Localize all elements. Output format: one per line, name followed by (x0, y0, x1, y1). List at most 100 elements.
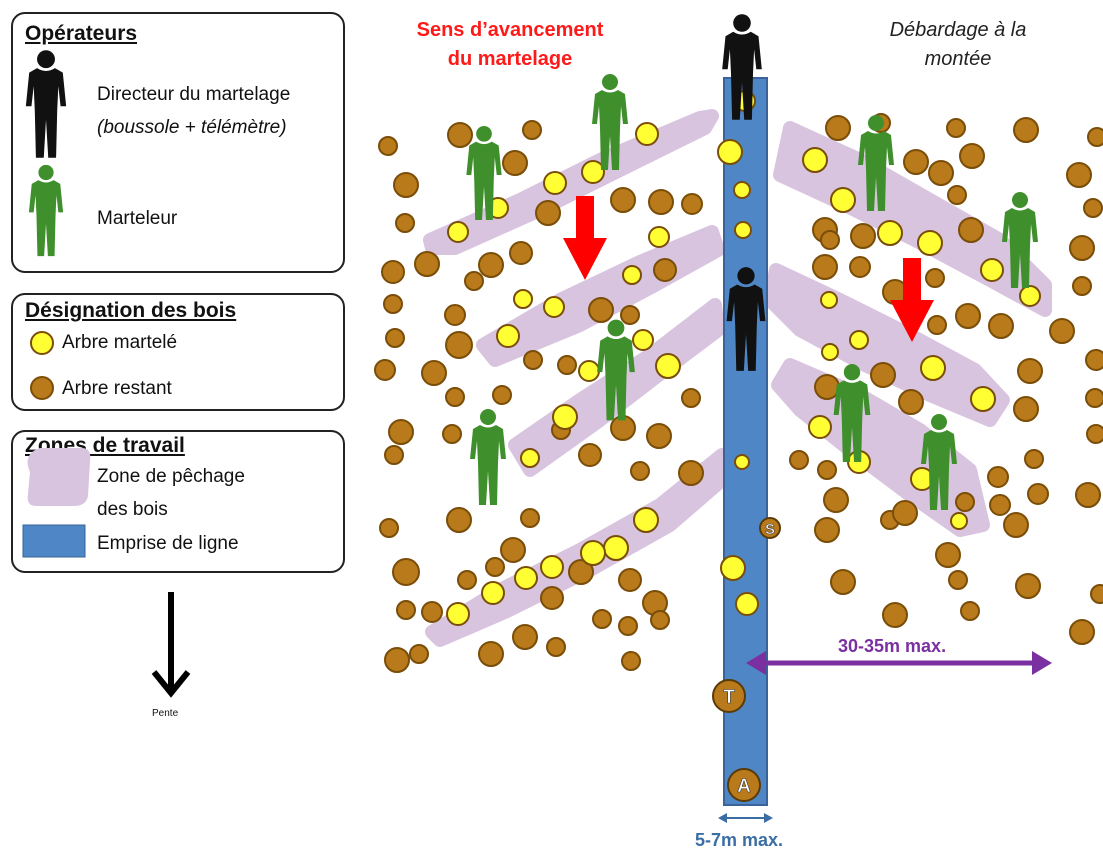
remaining-tree (618, 616, 638, 636)
marking-direction-arrow-right (890, 258, 934, 342)
remaining-tree (421, 360, 447, 386)
marked-tree (849, 330, 869, 350)
remaining-tree (960, 601, 980, 621)
remaining-tree (414, 251, 440, 277)
remaining-tree (988, 313, 1014, 339)
slope-arrow (151, 592, 191, 698)
marked-tree (496, 324, 520, 348)
marked-tree (520, 448, 540, 468)
remaining-tree (898, 389, 924, 415)
remaining-tree (1069, 235, 1095, 261)
remaining-tree (384, 445, 404, 465)
remaining-tree (620, 305, 640, 325)
legend-marker-icon (28, 164, 64, 257)
marking-direction-line2: du martelage (447, 48, 573, 70)
marked-tree (735, 592, 759, 616)
remaining-tree (1049, 318, 1075, 344)
remaining-tree (987, 466, 1009, 488)
marked-tree (481, 581, 505, 605)
remaining-tree (444, 304, 466, 326)
legend-remaining-tree-label: Arbre restant (62, 378, 172, 399)
remaining-tree (395, 213, 415, 233)
marked-tree (950, 512, 968, 530)
marked-tree (543, 171, 567, 195)
marker-a: A (727, 768, 761, 802)
remaining-tree (478, 641, 504, 667)
legend-remaining-tree-icon (30, 376, 54, 400)
marked-tree (820, 291, 838, 309)
remaining-tree (630, 461, 650, 481)
remaining-tree (485, 557, 505, 577)
remaining-tree (621, 651, 641, 671)
legend-director-tools: (boussole + télémètre) (97, 117, 287, 138)
remaining-tree (478, 252, 504, 278)
legend-marked-tree-icon (30, 331, 54, 355)
remaining-tree (830, 569, 856, 595)
marked-tree (540, 555, 564, 579)
remaining-tree (492, 385, 512, 405)
remaining-tree (535, 200, 561, 226)
remaining-tree (1085, 388, 1103, 408)
remaining-tree (681, 388, 701, 408)
remaining-tree (989, 494, 1011, 516)
remaining-tree (947, 185, 967, 205)
remaining-tree (1015, 573, 1041, 599)
marked-tree (632, 329, 654, 351)
remaining-tree (1017, 358, 1043, 384)
remaining-tree (384, 647, 410, 673)
slope-label: Pente (152, 708, 179, 719)
remaining-tree (1066, 162, 1092, 188)
marked-tree (514, 566, 538, 590)
remaining-tree (955, 303, 981, 329)
remaining-tree (588, 297, 614, 323)
remaining-tree (546, 637, 566, 657)
marked-tree (513, 289, 533, 309)
remaining-tree (385, 328, 405, 348)
skidding-zone (773, 121, 1052, 317)
legend-operators: Opérateurs Directeur du martelage (bouss… (11, 12, 345, 273)
remaining-tree (928, 160, 954, 186)
span-width-label: 5-7m max. (695, 830, 784, 850)
remaining-tree (464, 271, 484, 291)
remaining-tree (379, 518, 399, 538)
remaining-tree (610, 187, 636, 213)
remaining-tree (681, 193, 703, 215)
legend-marker-label: Marteleur (97, 208, 178, 229)
remaining-tree (447, 122, 473, 148)
remaining-tree (1087, 127, 1103, 147)
marked-tree (734, 221, 752, 239)
remaining-tree (392, 558, 420, 586)
span-right-arrow (746, 651, 1052, 675)
marking-direction-arrow-left (563, 196, 607, 280)
remaining-tree (925, 268, 945, 288)
remaining-tree (1027, 483, 1049, 505)
remaining-tree (445, 387, 465, 407)
marked-tree (877, 220, 903, 246)
remaining-tree (678, 460, 704, 486)
marked-tree (580, 540, 606, 566)
remaining-tree (388, 419, 414, 445)
marked-tree (830, 187, 856, 213)
remaining-tree (409, 644, 429, 664)
marked-tree (821, 343, 839, 361)
remaining-tree (592, 609, 612, 629)
remaining-tree (509, 241, 533, 265)
remaining-tree (540, 586, 564, 610)
legend-marked-tree-label: Arbre martelé (62, 332, 178, 353)
svg-text:T: T (723, 687, 735, 708)
remaining-tree (502, 150, 528, 176)
marker-figure (470, 409, 506, 505)
remaining-tree (892, 500, 918, 526)
marked-tree (917, 230, 943, 256)
remaining-tree (1003, 512, 1029, 538)
remaining-tree (445, 331, 473, 359)
marked-tree (808, 415, 832, 439)
remaining-tree (850, 223, 876, 249)
remaining-tree (817, 460, 837, 480)
marked-tree (635, 122, 659, 146)
remaining-tree (522, 120, 542, 140)
legend-right-of-way-swatch (22, 524, 86, 558)
span-width-arrow (718, 813, 773, 823)
marked-tree (1019, 285, 1041, 307)
remaining-tree (557, 355, 577, 375)
